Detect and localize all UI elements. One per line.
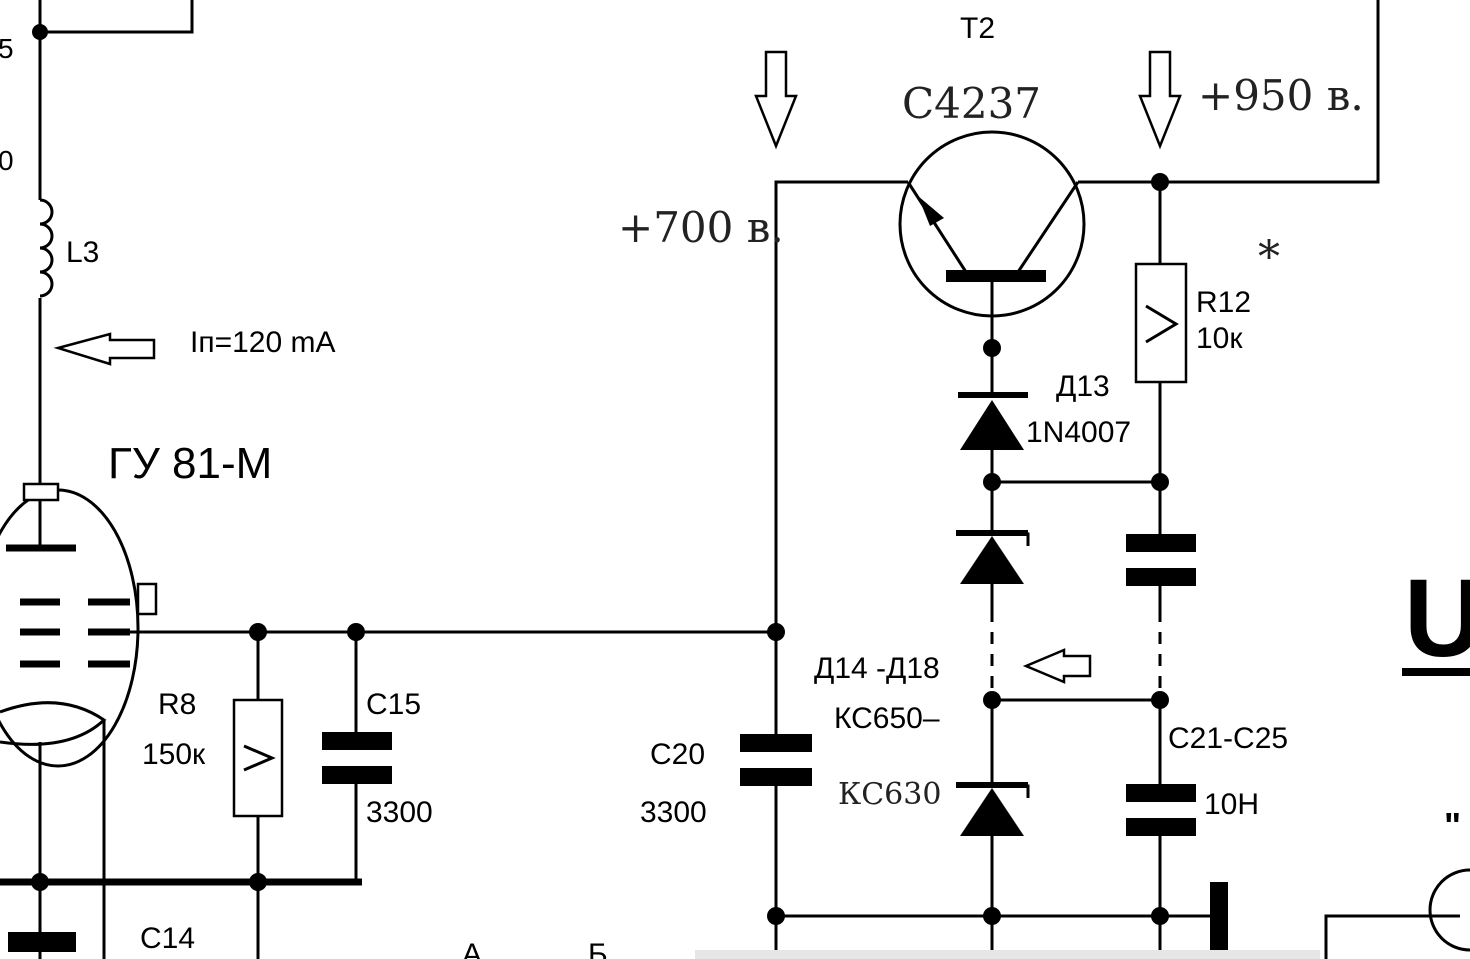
label-t2: T2 [960, 12, 995, 45]
current-arrow-icon [53, 332, 156, 366]
label-r12-name: R12 [1196, 286, 1251, 319]
tube-gu81m [0, 482, 158, 959]
zener-upper [956, 530, 1030, 700]
capacitor-c14-plate [8, 932, 76, 952]
label-tube: ГУ 81-М [108, 439, 272, 488]
capacitor-c21-upper [1126, 534, 1196, 700]
label-950v: +950 в. [1198, 71, 1364, 120]
junction-gnd-2 [249, 873, 267, 891]
label-c21-range: C21-C25 [1168, 722, 1288, 755]
label-c14-name: C14 [140, 922, 195, 955]
label-d13-value: 1N4007 [1026, 416, 1131, 449]
junction-upper-left [983, 473, 1001, 491]
label-r8-value: 150к [142, 738, 206, 771]
label-bottom-b: Б [588, 938, 608, 959]
down-arrow-icon-700 [754, 50, 798, 150]
label-kc650: КС650– [834, 702, 940, 735]
label-r12-value: 10к [1196, 322, 1243, 355]
horizontal-scrollbar[interactable] [695, 950, 1320, 959]
left-feed-wires [38, 0, 194, 548]
collector-wire [1078, 0, 1380, 184]
junction-gnd-1 [31, 873, 49, 891]
junction-top-left [32, 24, 48, 40]
label-c20-name: C20 [650, 738, 705, 771]
resistor-r12 [1134, 182, 1188, 534]
label-l3: L3 [66, 236, 99, 269]
label-d13-name: Д13 [1056, 370, 1110, 403]
right-underline [1402, 668, 1470, 676]
label-bottom-a: А [462, 938, 482, 959]
label-mid-left-cut: 0 [0, 145, 14, 176]
right-box-edge [1324, 914, 1460, 959]
label-kc630: КС630 [838, 777, 941, 812]
junction-gnd-4 [983, 907, 1001, 925]
label-d14-range: Д14 -Д18 [814, 652, 940, 685]
junction-upper-right [1151, 473, 1169, 491]
down-arrow-icon-950 [1138, 50, 1182, 150]
emitter-arrow-icon [918, 196, 944, 226]
diode-d13 [958, 348, 1028, 530]
capacitor-c20 [740, 180, 900, 959]
label-c15-value: 3300 [366, 796, 433, 829]
resistor-r8 [232, 632, 284, 959]
label-r8-name: R8 [158, 688, 196, 721]
right-circle-partial [1428, 868, 1470, 952]
label-right-quote: " [1444, 805, 1461, 846]
junction-gnd-5 [1151, 907, 1169, 925]
label-transistor: C4237 [902, 79, 1041, 128]
transistor-t2 [898, 130, 1086, 348]
label-700v: +700 в. [618, 203, 784, 252]
label-top-left-cut: 5 [0, 33, 14, 64]
capacitor-c21-lower [1126, 700, 1196, 959]
label-current: Iп=120 mA [190, 326, 336, 359]
label-c15-name: C15 [366, 688, 421, 721]
zener-kc630 [956, 700, 1030, 959]
inductor-l3 [39, 198, 54, 298]
label-c21-value: 10Н [1204, 788, 1259, 821]
capacitor-c15 [322, 632, 392, 882]
label-star: * [1258, 232, 1280, 283]
left-arrow-icon-d14 [1022, 648, 1092, 684]
label-c20-value: 3300 [640, 796, 707, 829]
ground-plate [1210, 882, 1228, 959]
junction-gnd-3 [767, 907, 785, 925]
label-right-letter: U [1404, 557, 1470, 680]
